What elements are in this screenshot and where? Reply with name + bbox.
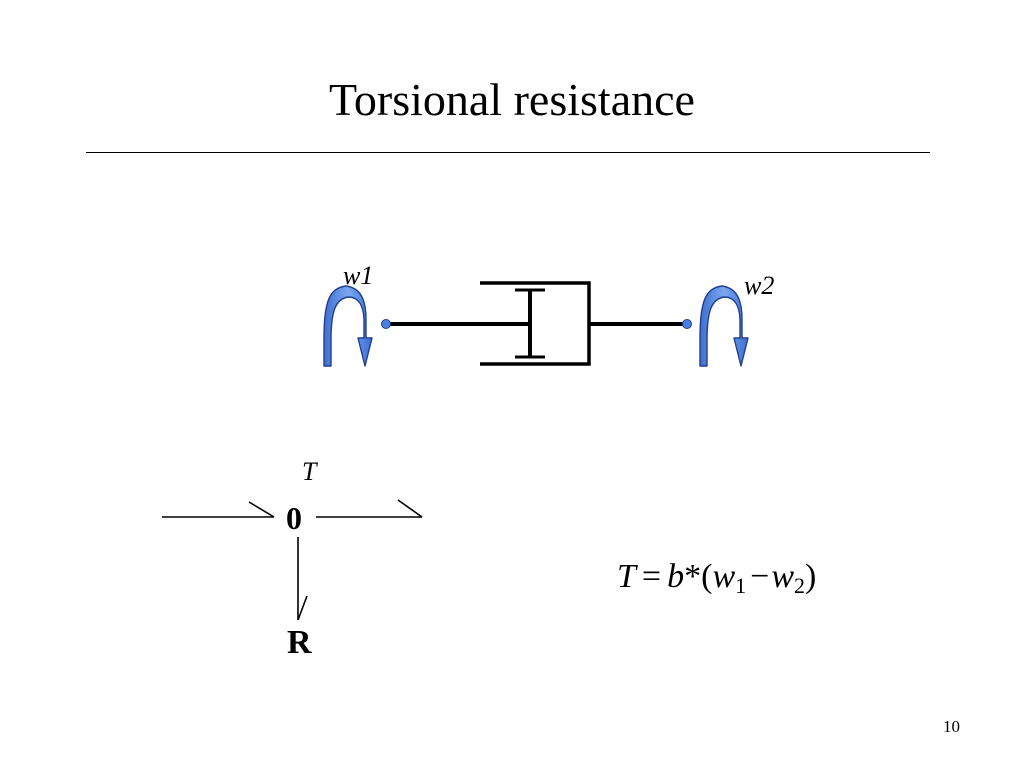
effort-label: T xyxy=(302,457,318,486)
title-divider xyxy=(86,152,930,153)
equation-multiply: * xyxy=(684,558,701,595)
right-shaft-end xyxy=(682,319,692,329)
slide-title: Torsional resistance xyxy=(329,74,695,125)
right-rotation-arrow-icon xyxy=(699,285,749,367)
equation-coefficient: b xyxy=(667,558,684,595)
equation-term1: w xyxy=(712,558,735,595)
left-speed-label: w1 xyxy=(343,261,373,290)
left-shaft-end xyxy=(381,319,391,329)
equation-term1-subscript: 1 xyxy=(735,573,746,598)
equation-close-paren: ) xyxy=(805,558,816,595)
equation-minus: − xyxy=(750,558,769,595)
equation-term2: w xyxy=(771,558,794,595)
equation-term2-subscript: 2 xyxy=(794,573,805,598)
left-rotation-arrow-icon xyxy=(323,285,373,367)
equation-open-paren: ( xyxy=(701,558,712,595)
torque-equation: T=b*(w1−w2) xyxy=(617,558,816,598)
slide-number: 10 xyxy=(943,717,960,736)
bond-graph: T 0 R xyxy=(162,457,423,661)
incoming-bond-half-arrow xyxy=(248,501,275,518)
resistor-element: R xyxy=(287,624,312,661)
outgoing-bond-half-arrow xyxy=(397,499,423,518)
equation-equals: = xyxy=(642,558,661,595)
resistor-bond-half-arrow xyxy=(297,595,308,621)
right-speed-label: w2 xyxy=(744,271,774,300)
equation-lhs: T xyxy=(617,558,638,595)
rotational-damper: w1 w2 xyxy=(323,261,774,367)
zero-junction: 0 xyxy=(286,500,302,536)
